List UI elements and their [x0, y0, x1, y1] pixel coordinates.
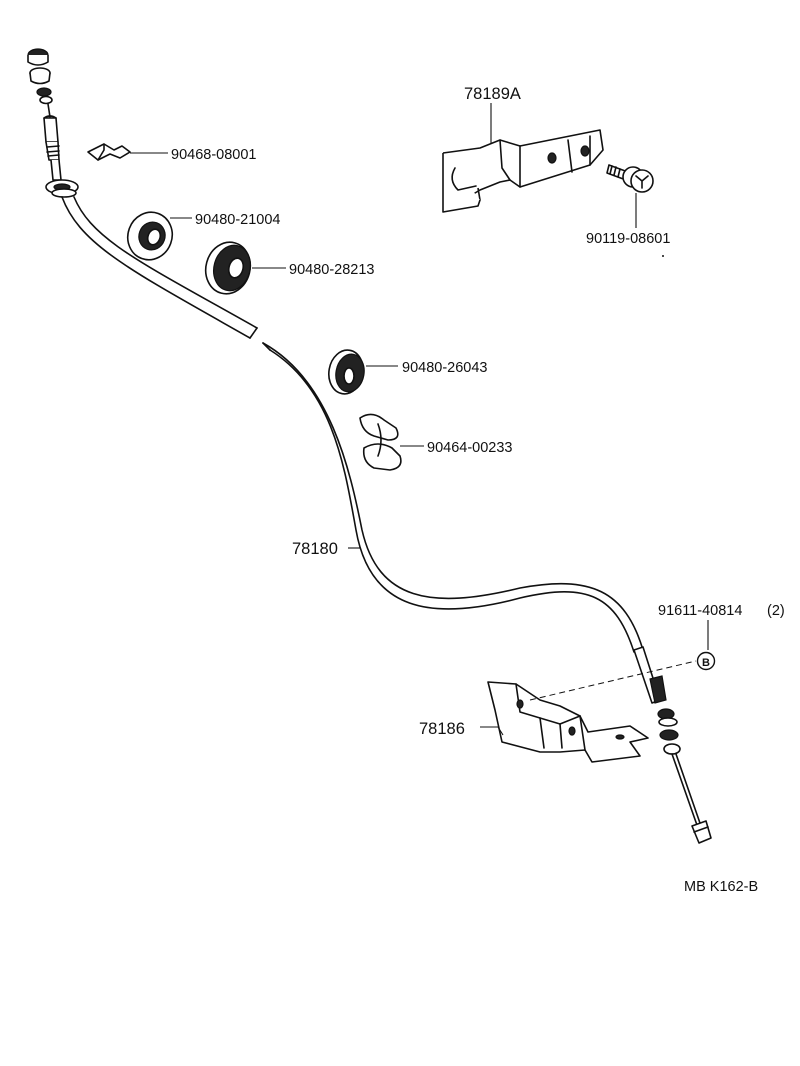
label-90119-08601: 90119-08601: [586, 231, 670, 247]
reference-b: [529, 620, 716, 701]
bracket-78186: [480, 681, 649, 763]
label-90468-08001: 90468-08001: [171, 147, 256, 163]
label-90480-28213: 90480-28213: [289, 262, 374, 278]
grommet-90480-28213: [204, 241, 286, 295]
label-90480-26043: 90480-26043: [402, 360, 487, 376]
clip-90468: [87, 143, 168, 161]
diagram-code: MB K162-B: [684, 879, 758, 895]
label-78186: 78186: [419, 720, 465, 738]
bolt-90119: [606, 164, 664, 257]
grommet-90480-26043: [328, 349, 398, 395]
label-ref-b: B: [702, 657, 710, 669]
cable-upper-end: [27, 48, 79, 198]
label-91611-40814: 91611-40814: [658, 603, 742, 619]
label-78189a: 78189A: [464, 85, 521, 103]
label-90480-21004: 90480-21004: [195, 212, 280, 228]
label-90464-00233: 90464-00233: [427, 440, 512, 456]
label-78180: 78180: [292, 540, 338, 558]
clamp-90464: [359, 413, 424, 471]
bracket-78189a: [442, 103, 604, 213]
label-91611-quantity: (2): [767, 603, 785, 619]
grommet-90480-21004: [126, 211, 192, 261]
control-cable: [61, 196, 712, 844]
